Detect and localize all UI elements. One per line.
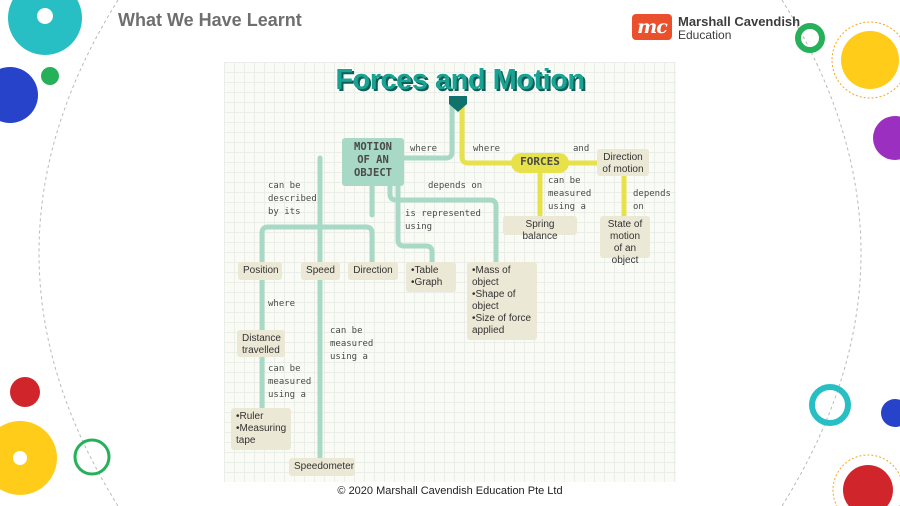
label-where-2: where xyxy=(473,144,501,154)
green-dot xyxy=(41,67,59,85)
red-big xyxy=(843,465,893,506)
label-depends-on: depends on xyxy=(428,181,483,191)
item-ruler: Ruler xyxy=(236,411,286,423)
item-graph: Graph xyxy=(411,277,451,289)
label-can-be-described: can be described by its xyxy=(268,181,317,217)
label-can-be-measured-distance: can be measured using a xyxy=(268,364,312,400)
label-where-3: where xyxy=(268,299,296,309)
item-table: Table xyxy=(411,265,451,277)
map-title: Forces and Motion xyxy=(335,64,585,96)
yellow-big xyxy=(841,31,899,89)
green-ring-top xyxy=(795,23,825,53)
white-dot xyxy=(37,8,53,24)
node-state-of-motion: State of motion of an object xyxy=(600,216,650,266)
node-position: Position xyxy=(238,262,282,280)
blue-dot xyxy=(881,399,900,427)
item-measuring-tape: Measuring tape xyxy=(236,423,286,447)
label-is-represented: is represented using xyxy=(405,209,481,232)
dashed-arc-right xyxy=(781,0,862,506)
node-table-graph: Table Graph xyxy=(406,262,456,292)
logo-mark: mc xyxy=(632,14,672,40)
label-can-be-measured-speed: can be measured using a xyxy=(330,326,374,362)
line-depends xyxy=(387,183,499,265)
node-direction: Direction xyxy=(348,262,398,280)
slide-title: What We Have Learnt xyxy=(118,10,302,30)
line-branch-direction xyxy=(317,224,375,265)
teal-circle xyxy=(8,0,82,55)
node-motion-of-object: MOTION OF AN OBJECT xyxy=(342,138,404,186)
node-spring-balance: Spring balance xyxy=(503,216,577,242)
node-direction-of-motion: Direction of motion xyxy=(597,149,649,176)
node-distance-travelled: Distance travelled xyxy=(237,330,285,357)
concept-map-background xyxy=(224,62,676,482)
item-shape: Shape of object xyxy=(472,289,532,313)
line-title-motion xyxy=(401,97,455,161)
line-table xyxy=(395,183,435,265)
node-ruler-tape: Ruler Measuring tape xyxy=(231,408,291,450)
node-factors: Mass of object Shape of object Size of f… xyxy=(467,262,537,340)
line-branch-left xyxy=(259,224,323,265)
item-size: Size of force applied xyxy=(472,313,532,337)
node-speed: Speed xyxy=(301,262,340,280)
title-pointer xyxy=(449,96,467,112)
teal-ring xyxy=(809,384,851,426)
white-dot-2 xyxy=(13,451,27,465)
label-depends-on-2: depends on xyxy=(633,189,671,212)
label-and: and xyxy=(573,144,590,154)
node-forces: FORCES xyxy=(511,153,569,173)
item-mass: Mass of object xyxy=(472,265,532,289)
node-speedometer: Speedometer xyxy=(289,458,355,476)
orange-dashed-ring xyxy=(832,454,900,506)
red-dot xyxy=(10,377,40,407)
logo-sub: Education xyxy=(678,28,732,42)
dashed-arc-left xyxy=(38,0,119,506)
purple-circle xyxy=(873,116,900,160)
copyright-notice: © 2020 Marshall Cavendish Education Pte … xyxy=(337,485,563,497)
label-where-1: where xyxy=(410,144,438,154)
yellow-circle xyxy=(0,421,57,495)
label-can-be-measured-forces: can be measured using a xyxy=(548,176,592,212)
line-title-forces xyxy=(459,97,515,166)
green-ring xyxy=(73,438,111,476)
logo-name: Marshall Cavendish xyxy=(678,14,801,29)
blue-circle xyxy=(0,67,38,123)
